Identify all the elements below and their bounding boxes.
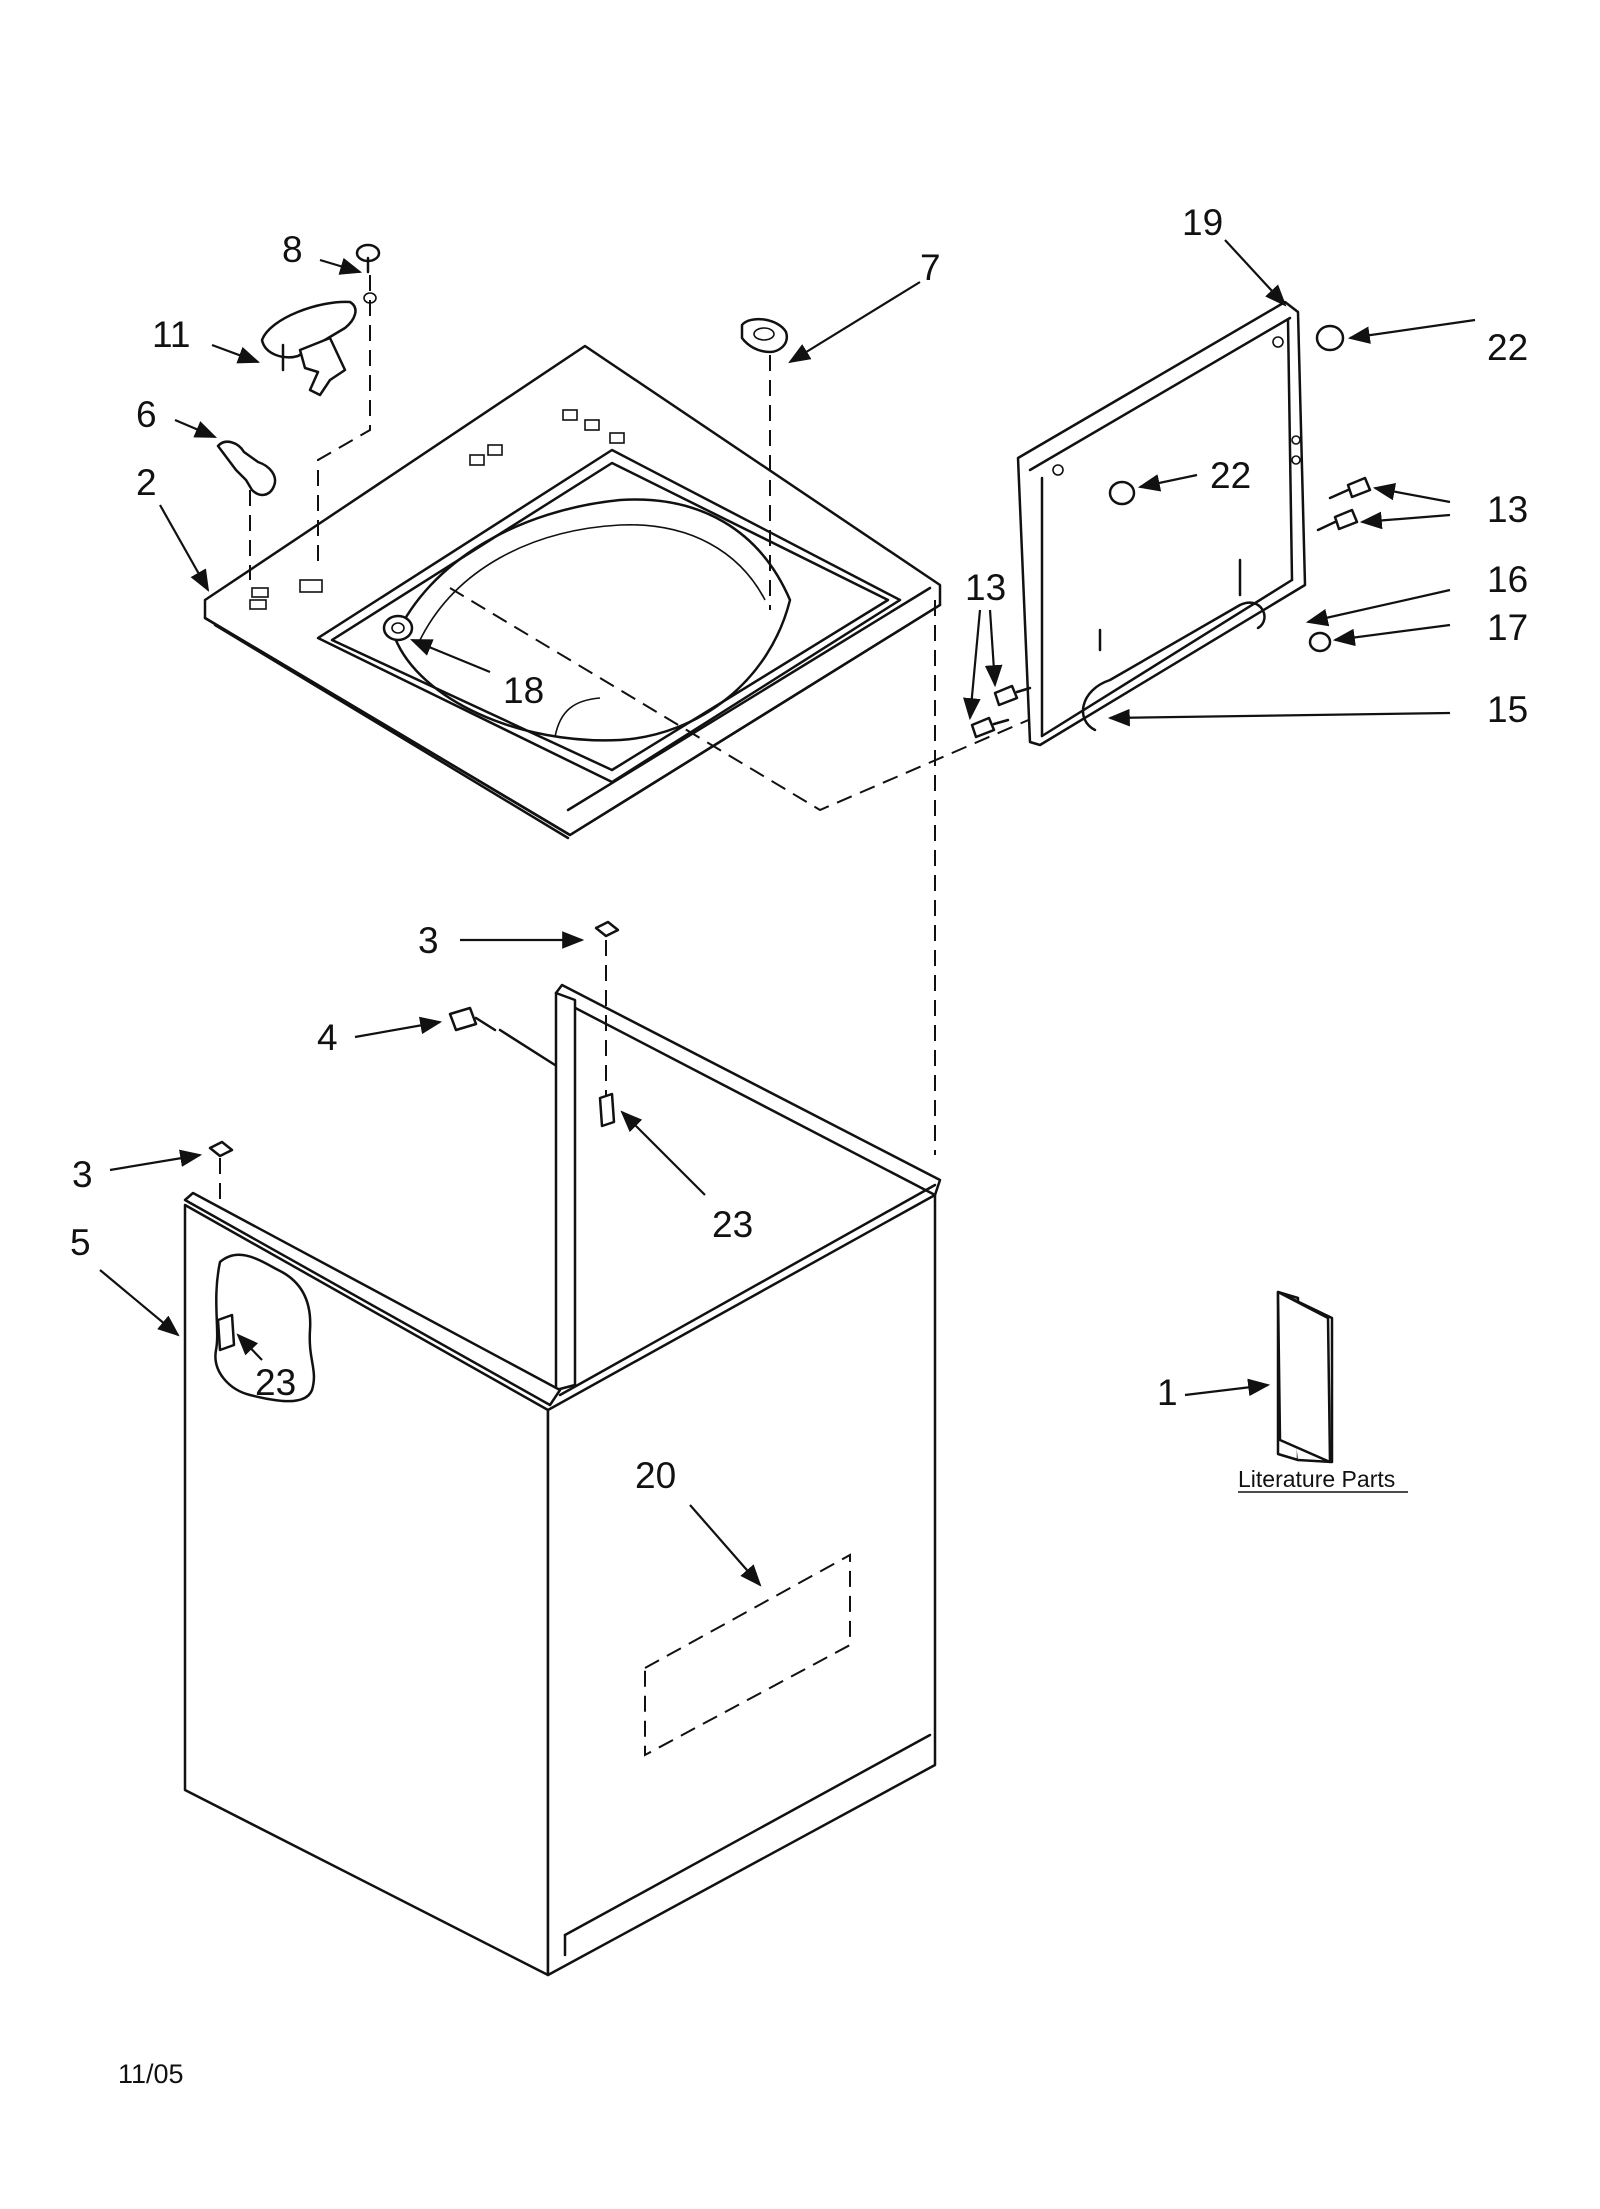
label-22a: 22 — [1487, 327, 1528, 368]
label-5: 5 — [70, 1222, 91, 1263]
literature-parts — [1276, 1290, 1334, 1464]
callout-labels: 8 7 11 6 2 18 19 22 22 13 16 17 15 13 3 … — [70, 202, 1528, 1496]
label-22b: 22 — [1210, 455, 1251, 496]
label-13b: 13 — [965, 567, 1006, 608]
label-23a: 23 — [712, 1204, 753, 1245]
label-8: 8 — [282, 229, 303, 270]
label-17: 17 — [1487, 607, 1528, 648]
lid-bumper-7 — [740, 317, 789, 354]
label-1: 1 — [1157, 1372, 1178, 1413]
screw-8 — [355, 243, 381, 304]
callout-arrows — [99, 239, 1476, 1587]
label-18: 18 — [503, 670, 544, 711]
cabinet — [183, 920, 942, 1977]
label-15: 15 — [1487, 689, 1528, 730]
label-23b: 23 — [255, 1362, 296, 1403]
label-19: 19 — [1182, 202, 1223, 243]
literature-caption: Literature Parts — [1238, 1466, 1395, 1492]
label-7: 7 — [920, 247, 941, 288]
label-16: 16 — [1487, 559, 1528, 600]
label-20: 20 — [635, 1455, 676, 1496]
label-13a: 13 — [1487, 489, 1528, 530]
washer-top — [203, 344, 942, 840]
lid-switch-assembly — [260, 300, 357, 397]
label-2: 2 — [136, 462, 157, 503]
rear-panel-19 — [970, 300, 1372, 747]
label-6: 6 — [136, 394, 157, 435]
label-11: 11 — [152, 314, 190, 355]
label-3b: 3 — [72, 1154, 93, 1195]
clip-6 — [216, 440, 277, 497]
date-code: 11/05 — [118, 2059, 184, 2089]
label-3a: 3 — [418, 920, 439, 961]
label-4: 4 — [317, 1017, 338, 1058]
